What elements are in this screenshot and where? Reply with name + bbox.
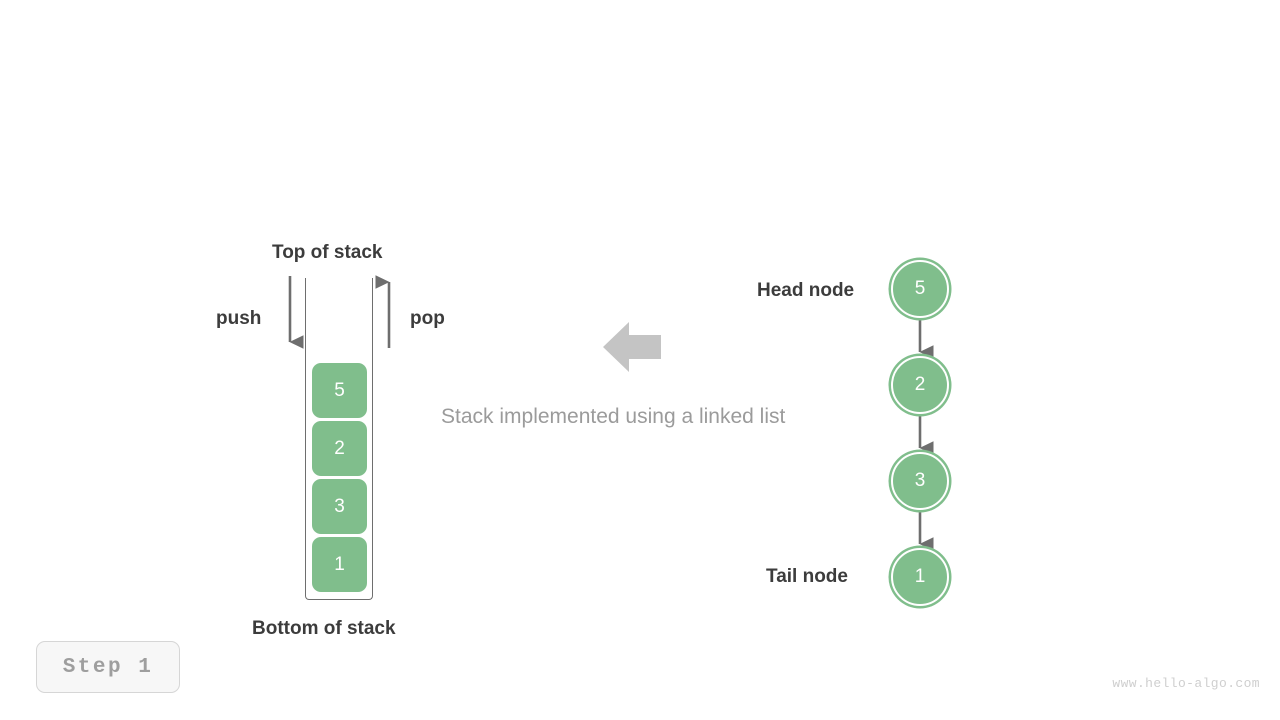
step-badge: Step 1 bbox=[36, 641, 180, 693]
bottom-of-stack-label: Bottom of stack bbox=[252, 618, 396, 639]
linked-list-node[interactable]: 5 bbox=[891, 260, 949, 318]
node-link-arrows bbox=[918, 319, 934, 551]
push-arrow-icon bbox=[288, 276, 304, 349]
push-label: push bbox=[216, 308, 262, 329]
head-node-label: Head node bbox=[757, 280, 855, 301]
stack-item[interactable]: 1 bbox=[312, 537, 367, 592]
linked-list-node[interactable]: 3 bbox=[891, 452, 949, 510]
pop-label: pop bbox=[410, 308, 445, 329]
stack-item[interactable]: 2 bbox=[312, 421, 367, 476]
linked-list-node[interactable]: 1 bbox=[891, 548, 949, 606]
linked-list-node[interactable]: 2 bbox=[891, 356, 949, 414]
caption-text: Stack implemented using a linked list bbox=[441, 405, 786, 428]
top-of-stack-label: Top of stack bbox=[272, 242, 383, 263]
stack-item[interactable]: 5 bbox=[312, 363, 367, 418]
relation-arrow-left-icon bbox=[603, 322, 661, 372]
tail-node-label: Tail node bbox=[766, 566, 848, 587]
stack-item[interactable]: 3 bbox=[312, 479, 367, 534]
stack-container bbox=[305, 278, 373, 600]
pop-arrow-icon bbox=[375, 275, 391, 348]
watermark-text: www.hello-algo.com bbox=[1112, 676, 1260, 691]
stack-items-list: 5 2 3 1 bbox=[312, 363, 367, 592]
